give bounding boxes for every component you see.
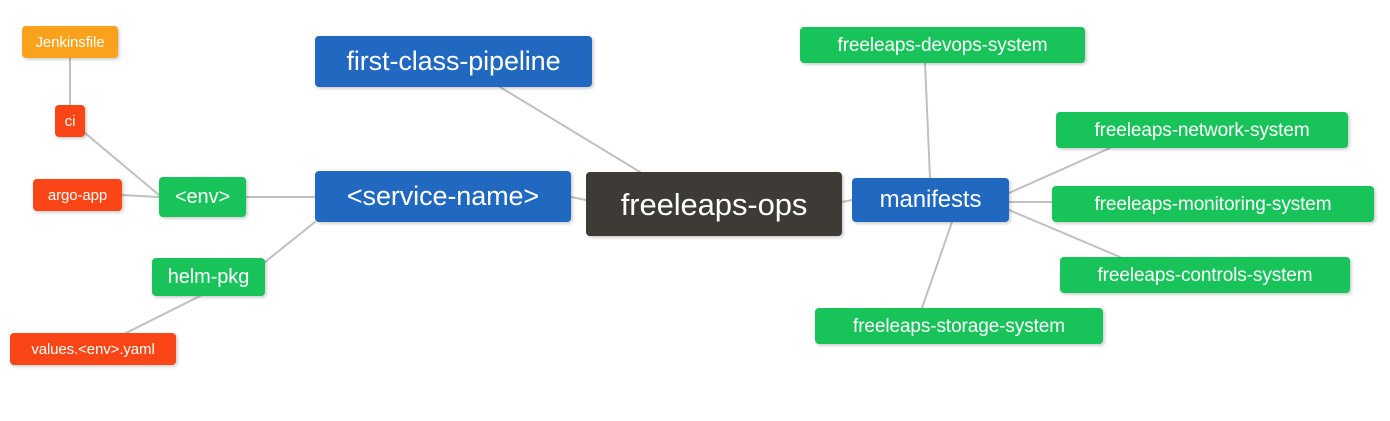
edge-service-name-to-helm-pkg [264,221,316,263]
node-label: first-class-pipeline [346,46,561,76]
node-freeleaps-controls-system[interactable]: freeleaps-controls-system [1060,257,1350,293]
node-helm-pkg[interactable]: helm-pkg [152,258,265,296]
node-label: argo-app [47,186,108,204]
node-freeleaps-devops-system[interactable]: freeleaps-devops-system [800,27,1085,63]
node-manifests[interactable]: manifests [852,178,1009,222]
node-label: <env> [174,186,231,208]
node-label: ci [64,112,76,130]
edge-freeleaps-ops-to-manifests [841,199,853,203]
node-label: freeleaps-storage-system [853,315,1065,337]
edge-helm-pkg-to-values-env-yaml [117,295,201,338]
node-label: <service-name> [346,181,540,211]
node-freeleaps-storage-system[interactable]: freeleaps-storage-system [815,308,1103,344]
edge-service-name-to-freeleaps-ops [570,196,587,201]
edge-manifests-to-freeleaps-storage-system [921,221,953,309]
node-label: freeleaps-ops [620,186,808,222]
node-label: freeleaps-monitoring-system [1094,193,1332,215]
node-freeleaps-network-system[interactable]: freeleaps-network-system [1056,112,1348,148]
node-label: Jenkinsfile [35,33,105,51]
node-first-class-pipeline[interactable]: first-class-pipeline [315,36,592,87]
node-label: freeleaps-network-system [1094,119,1310,141]
node-argo-app[interactable]: argo-app [33,179,122,211]
edge-manifests-to-freeleaps-devops-system [924,62,931,179]
node-label: values.<env>.yaml [31,340,155,358]
node-jenkinsfile[interactable]: Jenkinsfile [22,26,118,58]
node-ci[interactable]: ci [55,105,85,137]
edge-first-class-pipeline-to-freeleaps-ops [499,86,641,173]
node-env[interactable]: <env> [159,177,246,217]
node-label: freeleaps-devops-system [837,34,1048,56]
node-freeleaps-ops[interactable]: freeleaps-ops [586,172,842,236]
node-label: manifests [879,186,982,213]
node-service-name[interactable]: <service-name> [315,171,571,222]
node-label: helm-pkg [167,266,250,288]
node-values-env-yaml[interactable]: values.<env>.yaml [10,333,176,365]
node-label: freeleaps-controls-system [1097,264,1313,286]
edge-argo-app-to-env [121,194,160,198]
node-freeleaps-monitoring-system[interactable]: freeleaps-monitoring-system [1052,186,1374,222]
